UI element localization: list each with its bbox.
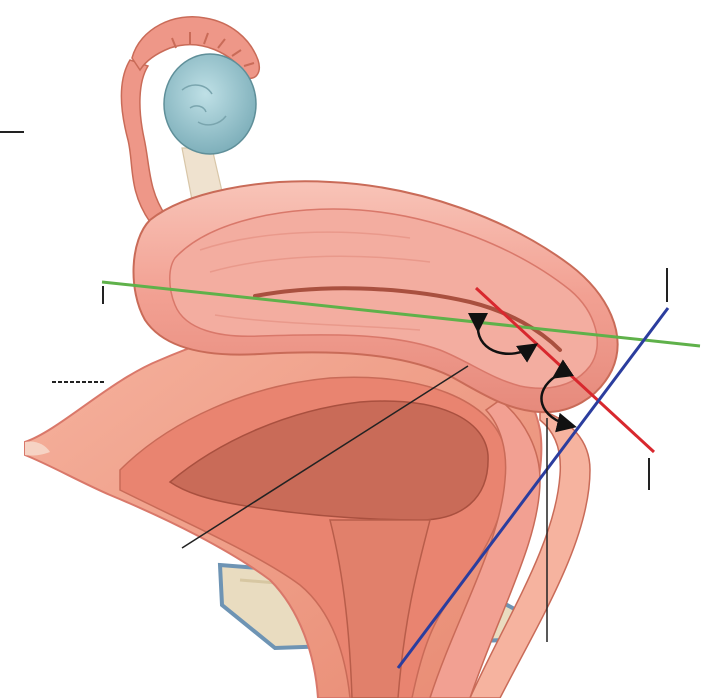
ovary — [164, 54, 256, 154]
